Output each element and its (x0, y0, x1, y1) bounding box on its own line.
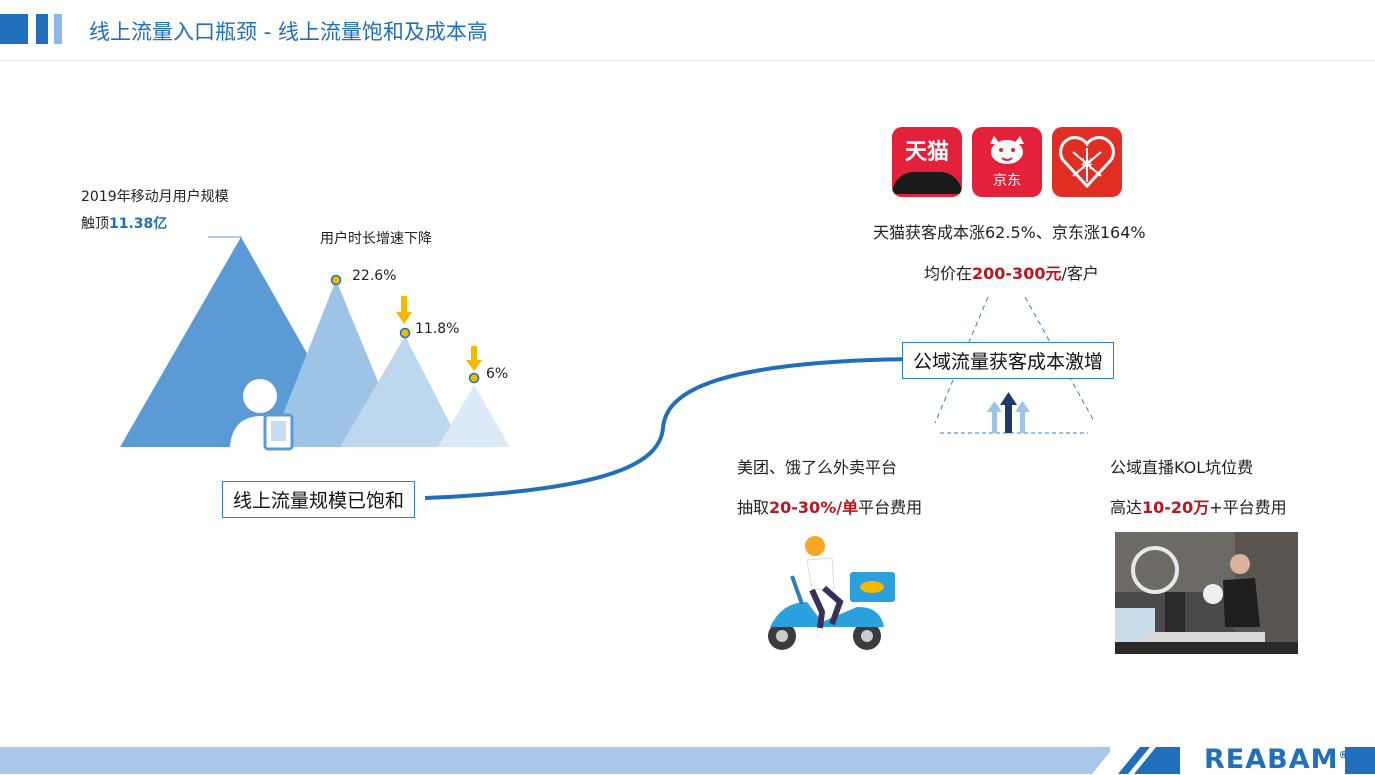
growth-dot-1 (330, 274, 342, 286)
avg-line: 均价在200-300元/客户 (924, 260, 1099, 284)
peak-prefix: 触顶 (81, 216, 109, 232)
connector-curve (424, 357, 910, 500)
jd-dog-icon (990, 136, 1024, 164)
header-rule (0, 60, 1375, 61)
header-bar-right (54, 14, 62, 44)
footer-right-band (1180, 747, 1340, 774)
tmall-cat-face (892, 172, 962, 194)
cost-line: 天猫获客成本涨62.5%、京东涨164% (873, 223, 1146, 242)
peak-text: 触顶11.38亿 (81, 213, 167, 233)
delivery-line2: 抽取20-30%/单平台费用 (737, 494, 922, 518)
logo-reg: ® (1338, 750, 1350, 761)
up-arrow-icon-left (987, 401, 1002, 433)
header-bar-mid (36, 14, 48, 44)
reabam-logo: REABAM® (1204, 744, 1349, 775)
scale-label: 2019年移动月用户规模 (81, 189, 229, 205)
duration-label: 用户时长增速下降 (320, 231, 432, 247)
growth-value-2: 11.8% (415, 321, 460, 337)
phone-body (263, 413, 294, 451)
jd-label: 京东 (993, 173, 1021, 189)
delivery-suffix: 平台费用 (858, 498, 923, 517)
mountain-3 (340, 336, 462, 447)
up-arrow-icon-center (1000, 392, 1017, 433)
growth-dot-2 (399, 327, 411, 339)
page-title: 线上流量入口瓶颈 - 线上流量饱和及成本高 (89, 20, 488, 44)
delivery-scooter-icon (768, 536, 895, 650)
growth-value-1: 22.6% (352, 268, 397, 284)
tmall-app-icon: 天猫 (892, 127, 962, 197)
phone-screen (271, 421, 286, 441)
tmall-label: 天猫 (904, 140, 949, 165)
delivery-prefix: 抽取 (737, 498, 770, 517)
kol-value: 10-20万 (1142, 498, 1210, 517)
avg-prefix: 均价在 (924, 264, 973, 283)
avg-value: 200-300元 (972, 264, 1062, 283)
header-bar-left (0, 14, 28, 44)
pinduoduo-glyph: 拼 (1081, 157, 1093, 171)
jd-app-icon: 京东 (972, 127, 1042, 197)
down-arrow-icon (466, 346, 482, 371)
avg-suffix: /客户 (1061, 264, 1099, 283)
saturation-box: 线上流量规模已饱和 (222, 481, 416, 518)
pinduoduo-heart-icon: 拼 (1059, 136, 1115, 188)
kol-line2: 高达10-20万+平台费用 (1110, 494, 1287, 518)
peak-value: 11.38亿 (109, 216, 168, 232)
mountain-4 (438, 385, 510, 447)
growth-dot-3 (468, 372, 480, 384)
pinduoduo-app-icon: 拼 (1052, 127, 1122, 197)
mountain-chart (120, 236, 510, 451)
livestream-photo (1115, 532, 1298, 654)
kol-prefix: 高达 (1110, 498, 1143, 517)
delivery-line1: 美团、饿了么外卖平台 (737, 458, 898, 477)
growth-value-3: 6% (486, 366, 509, 382)
user-head (243, 379, 277, 413)
logo-text: REABAM (1204, 744, 1339, 775)
footer-corner-block (1345, 747, 1375, 774)
footer-bar (0, 747, 1110, 774)
kol-suffix: +平台费用 (1209, 498, 1287, 517)
footer-stripes (1092, 747, 1180, 774)
up-arrow-icon-right (1015, 401, 1030, 433)
delivery-value: 20-30%/单 (769, 498, 859, 517)
kol-line1: 公域直播KOL坑位费 (1110, 458, 1254, 477)
down-arrow-icon (396, 296, 412, 324)
public-traffic-box: 公域流量获客成本激增 (902, 342, 1115, 379)
